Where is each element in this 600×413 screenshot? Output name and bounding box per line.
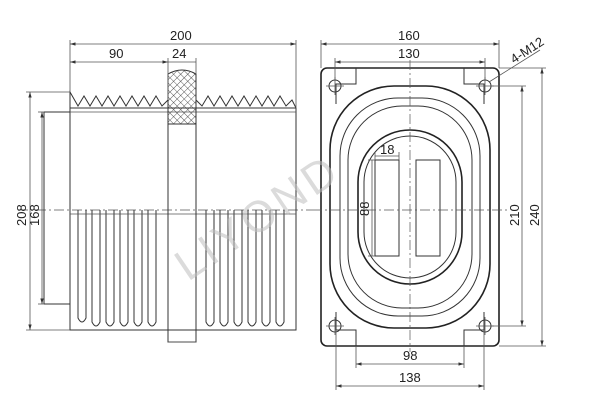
front-view: 160 130 4-M12 18 88 210 240 98: [312, 28, 547, 390]
dim-hole-spacing-v: 210: [507, 204, 522, 226]
dim-outer-width: 138: [399, 370, 421, 385]
dim-flange-width: 160: [398, 28, 420, 43]
dim-overall-height: 208: [14, 204, 29, 226]
dim-body-height: 168: [27, 204, 42, 226]
side-view-center-rib: [167, 69, 197, 343]
dim-rib-width: 24: [172, 46, 186, 61]
side-view-top-ribs: [69, 90, 297, 109]
dim-bolt-holes: 4-M12: [507, 34, 546, 67]
dim-inner-width: 98: [403, 348, 417, 363]
dim-half-width: 90: [109, 46, 123, 61]
side-view-fins: [70, 210, 296, 327]
dim-overall-width: 200: [170, 28, 192, 43]
watermark-logo: LIYOND: [166, 145, 349, 291]
dim-slot-width: 18: [380, 142, 394, 157]
dim-slot-height: 88: [357, 202, 372, 216]
side-view: 200 90 24 208 168: [14, 28, 312, 343]
front-view-slot-right: [415, 159, 441, 257]
dim-flange-height: 240: [527, 204, 542, 226]
front-view-slot-left: [374, 159, 400, 257]
dim-hole-spacing-h: 130: [398, 46, 420, 61]
